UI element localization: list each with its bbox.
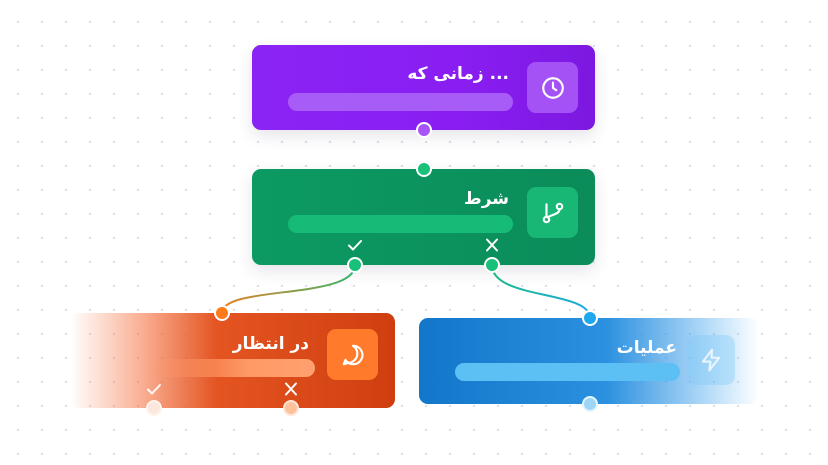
wait-node[interactable]: در انتظار bbox=[70, 313, 395, 408]
wait-placeholder-bar bbox=[150, 359, 315, 377]
condition-placeholder-bar bbox=[288, 215, 513, 233]
chat-bubble-icon bbox=[342, 344, 364, 365]
condition-input-port[interactable] bbox=[416, 161, 432, 177]
trigger-title: ... زمانی که bbox=[407, 64, 509, 84]
condition-yes-port[interactable] bbox=[347, 257, 363, 273]
condition-icon-box bbox=[527, 187, 578, 238]
wait-no-port[interactable] bbox=[283, 400, 299, 416]
connector-yes-wait bbox=[221, 264, 356, 314]
trigger-placeholder-bar bbox=[288, 93, 513, 111]
wait-input-port[interactable] bbox=[214, 305, 230, 321]
condition-title: شرط bbox=[464, 189, 509, 209]
trigger-output-port[interactable] bbox=[416, 122, 432, 138]
check-icon bbox=[147, 384, 161, 395]
condition-node[interactable]: شرط bbox=[252, 169, 595, 265]
branch-icon bbox=[542, 202, 563, 223]
x-icon bbox=[486, 238, 498, 252]
wait-icon-box bbox=[327, 329, 378, 380]
action-icon-box bbox=[687, 335, 735, 385]
action-title: عملیات bbox=[616, 338, 677, 358]
condition-no-port[interactable] bbox=[484, 257, 500, 273]
check-icon bbox=[348, 240, 362, 251]
connector-no-action bbox=[491, 264, 591, 319]
trigger-icon-box bbox=[527, 62, 578, 113]
x-icon bbox=[285, 382, 297, 396]
action-input-port[interactable] bbox=[582, 310, 598, 326]
action-output-port[interactable] bbox=[582, 396, 598, 412]
action-placeholder-bar bbox=[455, 363, 680, 381]
wait-yes-port[interactable] bbox=[146, 400, 162, 416]
clock-icon bbox=[541, 76, 564, 99]
action-node[interactable]: عملیات bbox=[419, 318, 759, 404]
lightning-icon bbox=[701, 348, 721, 372]
trigger-node[interactable]: ... زمانی که bbox=[252, 45, 595, 130]
wait-title: در انتظار bbox=[232, 334, 309, 354]
